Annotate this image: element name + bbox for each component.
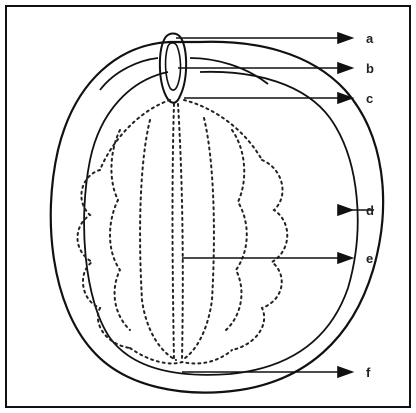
inner-wall xyxy=(84,72,358,375)
dotted-lobes xyxy=(78,100,288,364)
arrow-b xyxy=(338,63,352,73)
leader-lines xyxy=(176,33,374,377)
label-a: a xyxy=(366,32,373,45)
top-ridge-right xyxy=(190,58,268,84)
stalk-inner xyxy=(166,43,181,90)
label-e: e xyxy=(366,252,373,265)
arrow-f xyxy=(338,367,352,377)
label-b: b xyxy=(366,62,374,75)
arrow-d xyxy=(338,205,352,215)
outer-wall xyxy=(51,42,383,393)
label-f: f xyxy=(366,366,370,379)
top-ridge-left xyxy=(100,58,158,90)
arrow-a xyxy=(338,33,352,43)
label-d: d xyxy=(366,204,374,217)
border xyxy=(6,6,410,407)
arrow-e xyxy=(338,253,352,263)
label-c: c xyxy=(366,92,373,105)
